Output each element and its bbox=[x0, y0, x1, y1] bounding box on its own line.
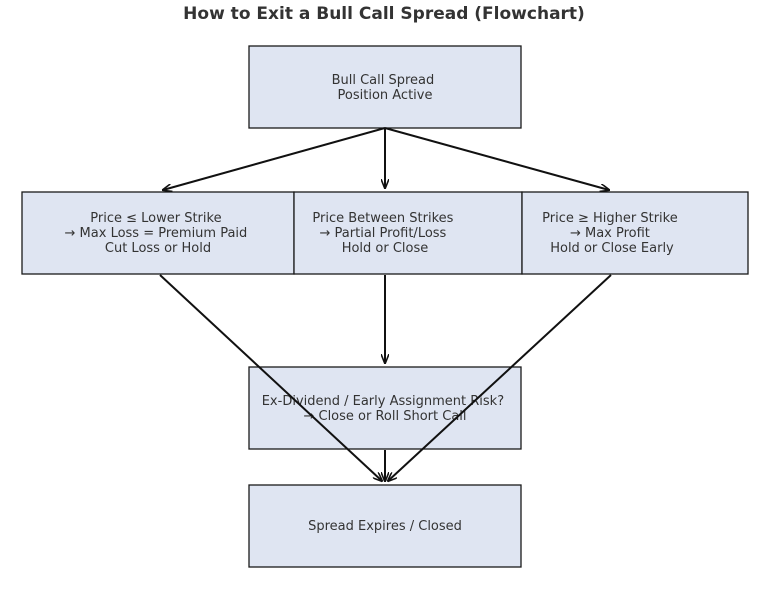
arrow-start-to-below-lower bbox=[163, 127, 386, 190]
above-higher-line-2: → Max Profit bbox=[570, 226, 650, 241]
above-higher-line-3: Hold or Close Early bbox=[550, 241, 674, 256]
below-lower-box bbox=[21, 191, 295, 275]
above-higher-label: Price ≥ Higher Strike → Max Profit Hold … bbox=[542, 211, 682, 256]
arrow-start-to-above-higher bbox=[384, 127, 609, 190]
between-line-2: → Partial Profit/Loss bbox=[320, 226, 447, 241]
below-lower-label: Price ≤ Lower Strike → Max Loss = Premiu… bbox=[65, 211, 252, 256]
assignment-risk-line-1: Ex-Dividend / Early Assignment Risk? bbox=[262, 394, 504, 409]
start-box bbox=[248, 45, 522, 129]
start-label: Bull Call Spread Position Active bbox=[332, 73, 439, 103]
above-higher-line-1: Price ≥ Higher Strike bbox=[542, 211, 678, 226]
below-lower-line-1: Price ≤ Lower Strike bbox=[90, 211, 221, 226]
end-line-1: Spread Expires / Closed bbox=[308, 519, 462, 534]
end-box bbox=[248, 484, 522, 568]
below-lower-line-3: Cut Loss or Hold bbox=[105, 241, 211, 256]
below-lower-line-2: → Max Loss = Premium Paid bbox=[65, 226, 248, 241]
assignment-risk-line-2: → Close or Roll Short Call bbox=[303, 409, 466, 424]
start-line-2: Position Active bbox=[338, 88, 433, 103]
between-line-1: Price Between Strikes bbox=[312, 211, 453, 226]
assignment-risk-label: Ex-Dividend / Early Assignment Risk? → C… bbox=[262, 394, 509, 424]
above-higher-box bbox=[521, 191, 749, 275]
assignment-risk-box bbox=[248, 366, 522, 450]
page-title: How to Exit a Bull Call Spread (Flowchar… bbox=[183, 4, 585, 24]
between-line-3: Hold or Close bbox=[342, 241, 429, 256]
start-line-1: Bull Call Spread bbox=[332, 73, 435, 88]
end-label: Spread Expires / Closed bbox=[308, 519, 462, 534]
between-strikes-label: Price Between Strikes → Partial Profit/L… bbox=[312, 211, 457, 256]
arrow-above-higher-to-end bbox=[388, 274, 612, 481]
arrow-below-lower-to-end bbox=[159, 274, 382, 481]
